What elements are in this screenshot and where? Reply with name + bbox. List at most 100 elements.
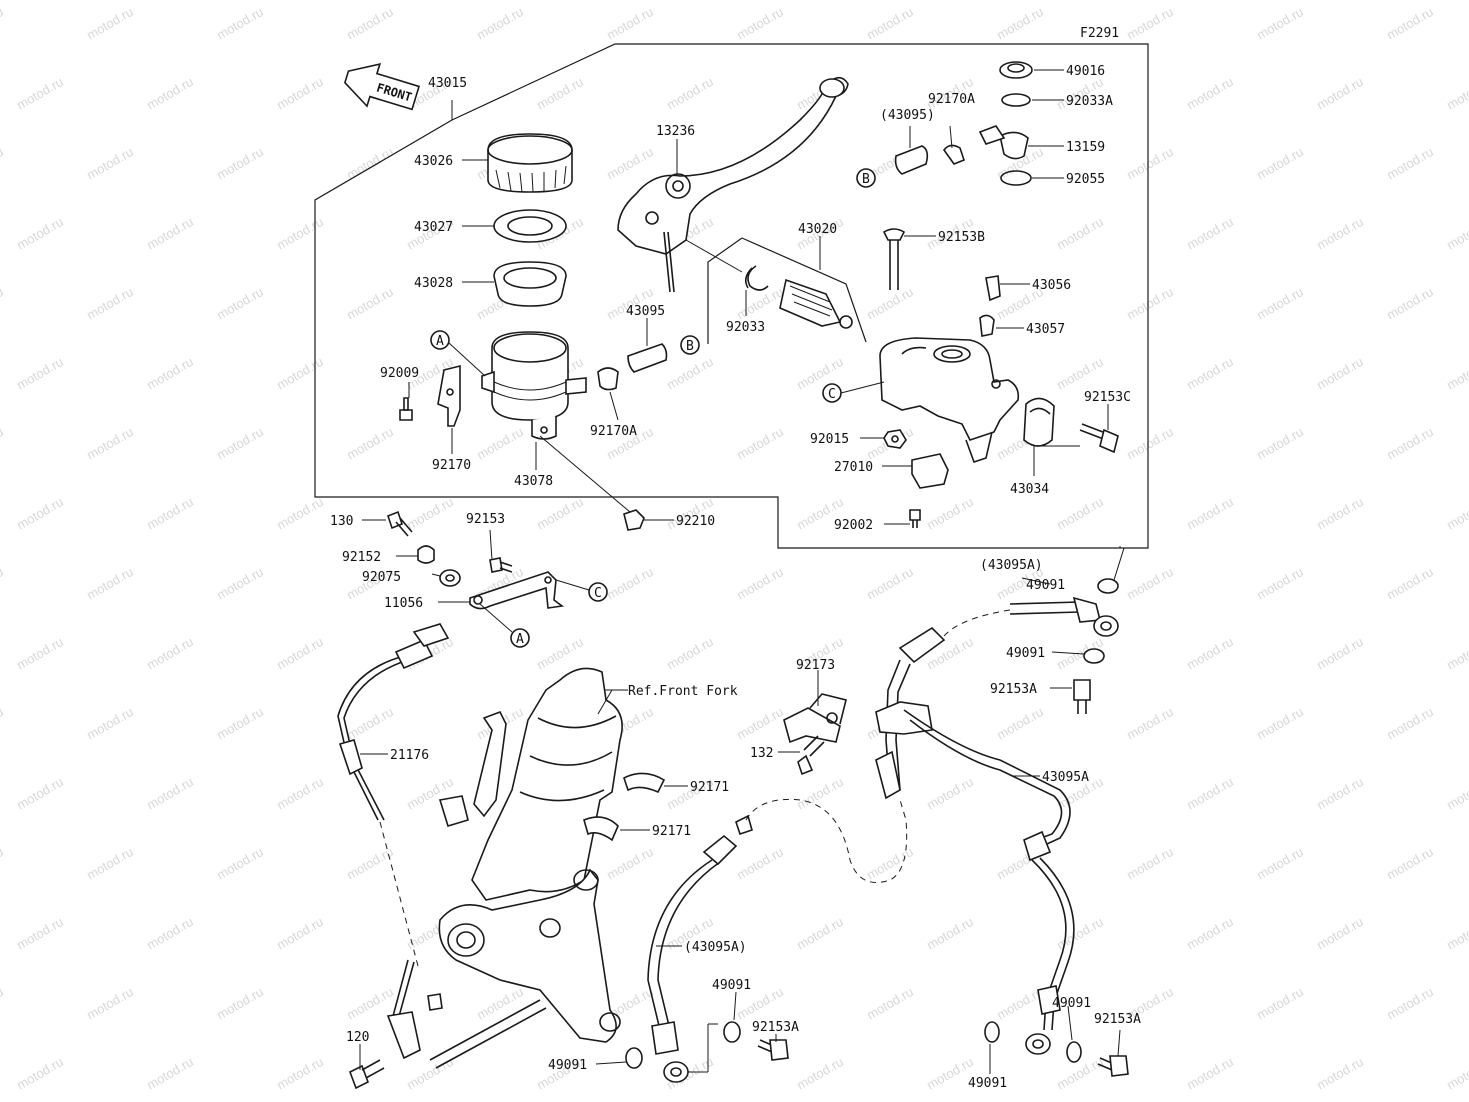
watermark-text: motod.ru <box>1184 74 1236 113</box>
label-92015: 92015 <box>810 432 849 447</box>
reservoir-cap <box>487 133 573 193</box>
watermark-text: motod.ru <box>1314 914 1366 953</box>
watermark-text: motod.ru <box>1384 4 1436 43</box>
fitting-13159 <box>978 125 1029 160</box>
watermark-text: motod.ru <box>1314 774 1366 813</box>
bolt-120 <box>348 1059 385 1090</box>
label-43028: 43028 <box>414 276 453 291</box>
watermark-text: motod.ru <box>144 914 196 953</box>
label-132: 132 <box>750 746 773 761</box>
watermark-text: motod.ru <box>1314 1054 1366 1093</box>
watermark-text: motod.ru <box>84 144 136 183</box>
watermark-text: motod.ru <box>14 1054 66 1093</box>
label-92171-b: 92171 <box>652 824 691 839</box>
watermark-text: motod.ru <box>1184 634 1236 673</box>
sensor-wire-21176 <box>337 623 450 1060</box>
leader-callout-A <box>448 342 486 377</box>
front-direction-arrow: FRONT <box>344 62 421 111</box>
callout-C-bracket: C <box>588 582 608 602</box>
watermark-text: motod.ru <box>1444 774 1469 813</box>
watermark-text: motod.ru <box>144 494 196 533</box>
watermark-text: motod.ru <box>214 284 266 323</box>
watermark-text: motod.ru <box>144 1054 196 1093</box>
label-13236: 13236 <box>656 124 695 139</box>
watermark-text: motod.ru <box>0 4 6 43</box>
master-cylinder-assembly-outline <box>314 43 1149 549</box>
watermark-text: motod.ru <box>1054 354 1106 393</box>
oring-92055 <box>1000 170 1032 186</box>
label-49091-c: 49091 <box>712 978 751 993</box>
reservoir-diaphragm-plate <box>493 209 567 243</box>
watermark-text: motod.ru <box>1254 144 1306 183</box>
label-43034: 43034 <box>1010 482 1049 497</box>
circlip-92033A <box>1001 93 1031 107</box>
brake-switch-27010 <box>911 453 949 489</box>
brake-lever <box>617 76 849 293</box>
watermark-text: motod.ru <box>1054 914 1106 953</box>
watermark-text: motod.ru <box>214 844 266 883</box>
watermark-text: motod.ru <box>864 984 916 1023</box>
watermark-text: motod.ru <box>794 914 846 953</box>
watermark-text: motod.ru <box>474 424 526 463</box>
piston-bracket-right <box>741 237 867 343</box>
watermark-text: motod.ru <box>924 914 976 953</box>
watermark-text: motod.ru <box>1124 704 1176 743</box>
watermark-text: motod.ru <box>604 144 656 183</box>
watermark-text: motod.ru <box>1254 424 1306 463</box>
watermark-text: motod.ru <box>84 704 136 743</box>
watermark-text: motod.ru <box>1254 4 1306 43</box>
svg-text:C: C <box>594 586 602 601</box>
watermark-text: motod.ru <box>0 144 6 183</box>
watermark-text: motod.ru <box>1124 844 1176 883</box>
watermark-text: motod.ru <box>144 74 196 113</box>
label-92033A: 92033A <box>1066 94 1113 109</box>
watermark-text: motod.ru <box>0 564 6 603</box>
label-49091-e: 49091 <box>968 1076 1007 1091</box>
watermark-text: motod.ru <box>274 774 326 813</box>
label-43056: 43056 <box>1032 278 1071 293</box>
watermark-text: motod.ru <box>1124 144 1176 183</box>
watermark-text: motod.ru <box>144 774 196 813</box>
washer-49091-c <box>723 1021 741 1043</box>
watermark-text: motod.ru <box>84 284 136 323</box>
callout-B-top: B <box>856 168 876 188</box>
watermark-text: motod.ru <box>794 1054 846 1093</box>
svg-text:C: C <box>828 387 836 402</box>
leader-callout-C <box>840 381 885 394</box>
watermark-text: motod.ru <box>1384 564 1436 603</box>
bracket-11056 <box>469 571 565 610</box>
callout-C-body: C <box>822 383 842 403</box>
watermark-text: motod.ru <box>214 984 266 1023</box>
washer-49091-e <box>984 1021 1000 1043</box>
watermark-text: motod.ru <box>344 844 396 883</box>
watermark-text: motod.ru <box>344 704 396 743</box>
watermark-text: motod.ru <box>664 354 716 393</box>
watermark-text: motod.ru <box>214 4 266 43</box>
watermark-text: motod.ru <box>274 634 326 673</box>
watermark-text: motod.ru <box>534 74 586 113</box>
label-130: 130 <box>330 514 353 529</box>
watermark-text: motod.ru <box>214 144 266 183</box>
clip-92171-upper <box>623 772 666 794</box>
watermark-text: motod.ru <box>274 74 326 113</box>
watermark-text: motod.ru <box>1314 214 1366 253</box>
label-49016: 49016 <box>1066 64 1105 79</box>
label-120: 120 <box>346 1030 369 1045</box>
label-92152: 92152 <box>342 550 381 565</box>
bolt-92153 <box>489 557 513 573</box>
watermark-text: motod.ru <box>734 704 786 743</box>
label-43015: 43015 <box>428 76 467 91</box>
label-92033: 92033 <box>726 320 765 335</box>
watermark-text: motod.ru <box>14 634 66 673</box>
label-43078: 43078 <box>514 474 553 489</box>
reservoir-body <box>481 331 587 440</box>
clamp-43034 <box>1023 397 1055 447</box>
clip-92171-lower <box>583 816 619 842</box>
circlip-92033 <box>744 265 769 291</box>
label-21176: 21176 <box>390 748 429 763</box>
label-43027: 43027 <box>414 220 453 235</box>
watermark-text: motod.ru <box>1124 284 1176 323</box>
watermark-text: motod.ru <box>1124 4 1176 43</box>
watermark-text: motod.ru <box>864 564 916 603</box>
watermark-text: motod.ru <box>1384 284 1436 323</box>
